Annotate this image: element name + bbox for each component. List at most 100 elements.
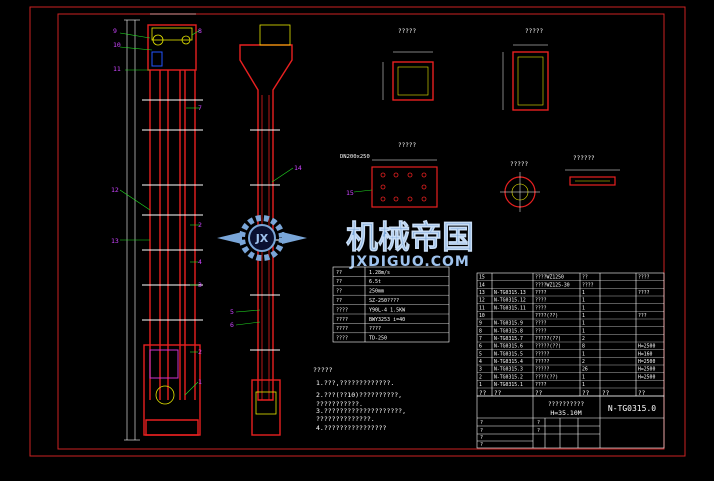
drawing-frame: [29, 6, 686, 457]
note-line: 1.???,?????????????.: [316, 379, 394, 387]
bom-cell: ????: [535, 321, 547, 327]
bom-cell: ????: [638, 275, 650, 281]
callout: 8: [198, 27, 202, 35]
svg-text:?: ?: [480, 442, 483, 448]
tech-param-label: ??: [336, 298, 342, 304]
bom-cell: 5: [479, 351, 482, 357]
bom-header-cell: ??: [494, 390, 502, 397]
bom-cell: N-TG0315.1: [494, 382, 523, 388]
bom-cell: N-TG0315.6: [494, 344, 523, 350]
bom-cell: 1: [582, 305, 585, 311]
bom-cell: ????WZ1250: [535, 275, 564, 281]
bom-cell: H=2500: [638, 367, 655, 373]
bom-cell: 1: [582, 298, 585, 304]
title-block: ?????????? H=35.10M N-TG0315.0 ? ? ? ? ?…: [476, 395, 665, 449]
front-flanges: [142, 99, 203, 321]
watermark-en: JXDIGUO.COM: [349, 254, 470, 270]
tech-param-label: ??: [336, 270, 342, 276]
tech-param-label: ??: [336, 279, 342, 285]
bom-cell: 12: [479, 298, 485, 304]
bom-cell: N-TG0315.13: [494, 290, 526, 296]
bom-cell: 1: [479, 382, 482, 388]
svg-text:?: ?: [537, 420, 540, 426]
bom-cell: ????: [535, 290, 547, 296]
front-dimension-lines: [124, 13, 196, 441]
note-line: 2.???(??10)??????????,: [316, 391, 402, 399]
bom-cell: N-TG0315.3: [494, 367, 523, 373]
bom-cell: 1: [582, 374, 585, 380]
callout: 15: [346, 189, 354, 197]
notes-block: ????? 1.???,?????????????. 2.???(??10)??…: [313, 366, 406, 432]
tech-param-value: 6.5t: [369, 279, 381, 285]
bom-cell: 14: [479, 282, 485, 288]
tech-param-value: ????: [369, 326, 381, 332]
bom-cell: H=2500: [638, 359, 655, 365]
callout: 2: [198, 348, 202, 356]
side-callouts: 14 5 6: [230, 164, 302, 329]
svg-text:?: ?: [480, 435, 483, 441]
section-label: ?????: [510, 161, 528, 168]
bom-cell: ????: [535, 305, 547, 311]
bom-cell: 1: [582, 382, 585, 388]
callout: 14: [294, 164, 302, 172]
front-leaders: [119, 29, 201, 396]
bom-cell: ?????(??): [535, 344, 561, 350]
bom-cell: H=160: [638, 351, 653, 357]
watermark-logo: JX: [217, 215, 307, 261]
watermark-logo-letters: JX: [255, 232, 269, 245]
section-detail-1: ?????: [382, 28, 434, 101]
height-label: H=35.10M: [550, 409, 581, 417]
callout: 11: [113, 65, 121, 73]
bom-cell: 13: [479, 290, 485, 296]
bom-header-cell: ??: [582, 390, 590, 397]
tech-param-label: ??: [336, 289, 342, 295]
bom-cell: N-TG0315.9: [494, 321, 523, 327]
bom-cell: N-TG0315.2: [494, 374, 523, 380]
section-detail-5: ??????: [565, 155, 620, 186]
tech-param-label: ????: [336, 326, 348, 332]
watermark: JX 机械帝国 JXDIGUO.COM: [217, 215, 474, 270]
bom-cell: ?????: [535, 359, 550, 365]
section-detail-3: ????? DN200x250 15: [340, 142, 438, 208]
bom-cell: ????WZ125-30: [535, 282, 570, 288]
callout: 4: [198, 258, 202, 266]
bom-cell: 1: [582, 313, 585, 319]
tech-param-value: TD-250: [369, 336, 387, 342]
note-line: ??????????????.: [316, 415, 375, 423]
callout: 12: [111, 186, 119, 194]
callout: 3: [198, 281, 202, 289]
svg-text:?: ?: [537, 428, 540, 434]
bom-cell: 8: [582, 344, 585, 350]
bom-header-cell: ??: [638, 390, 646, 397]
bom-cell: 8: [479, 328, 482, 334]
elevator-front-view: [143, 24, 201, 436]
bom-cell: 2: [582, 336, 585, 342]
notes-title: ?????: [313, 366, 333, 374]
bom-cell: 11: [479, 305, 485, 311]
bom-cell: ????: [535, 328, 547, 334]
bom-header-cell: ??: [479, 390, 487, 397]
tech-param-value: 250mm: [369, 289, 384, 295]
bom-cell: ????: [638, 290, 650, 296]
bom-cell: 4: [479, 359, 482, 365]
tech-param-label: ????: [336, 336, 348, 342]
bom-cell: ????(??): [535, 313, 558, 319]
note-line: ???????????.: [316, 400, 363, 408]
bom-cell: N-TG0315.12: [494, 298, 526, 304]
bom-cell: N-TG0315.7: [494, 336, 523, 342]
callout: 6: [230, 321, 234, 329]
bom-cell: ?????: [535, 351, 550, 357]
bom-cell: 10: [479, 313, 485, 319]
bom-cell: ?????: [535, 367, 550, 373]
svg-text:?: ?: [480, 428, 483, 434]
callout: 13: [111, 237, 119, 245]
bom-cell: ????(??): [535, 374, 558, 380]
drawing-name: ??????????: [548, 401, 585, 408]
tech-param-value: Y90L-4 1.5KW: [369, 307, 406, 313]
bom-cell: 15: [479, 275, 485, 281]
drawing-number: N-TG0315.0: [608, 404, 656, 413]
bom-cell: 7: [479, 336, 482, 342]
callout: 5: [230, 308, 234, 316]
bom-cell: 6: [479, 344, 482, 350]
